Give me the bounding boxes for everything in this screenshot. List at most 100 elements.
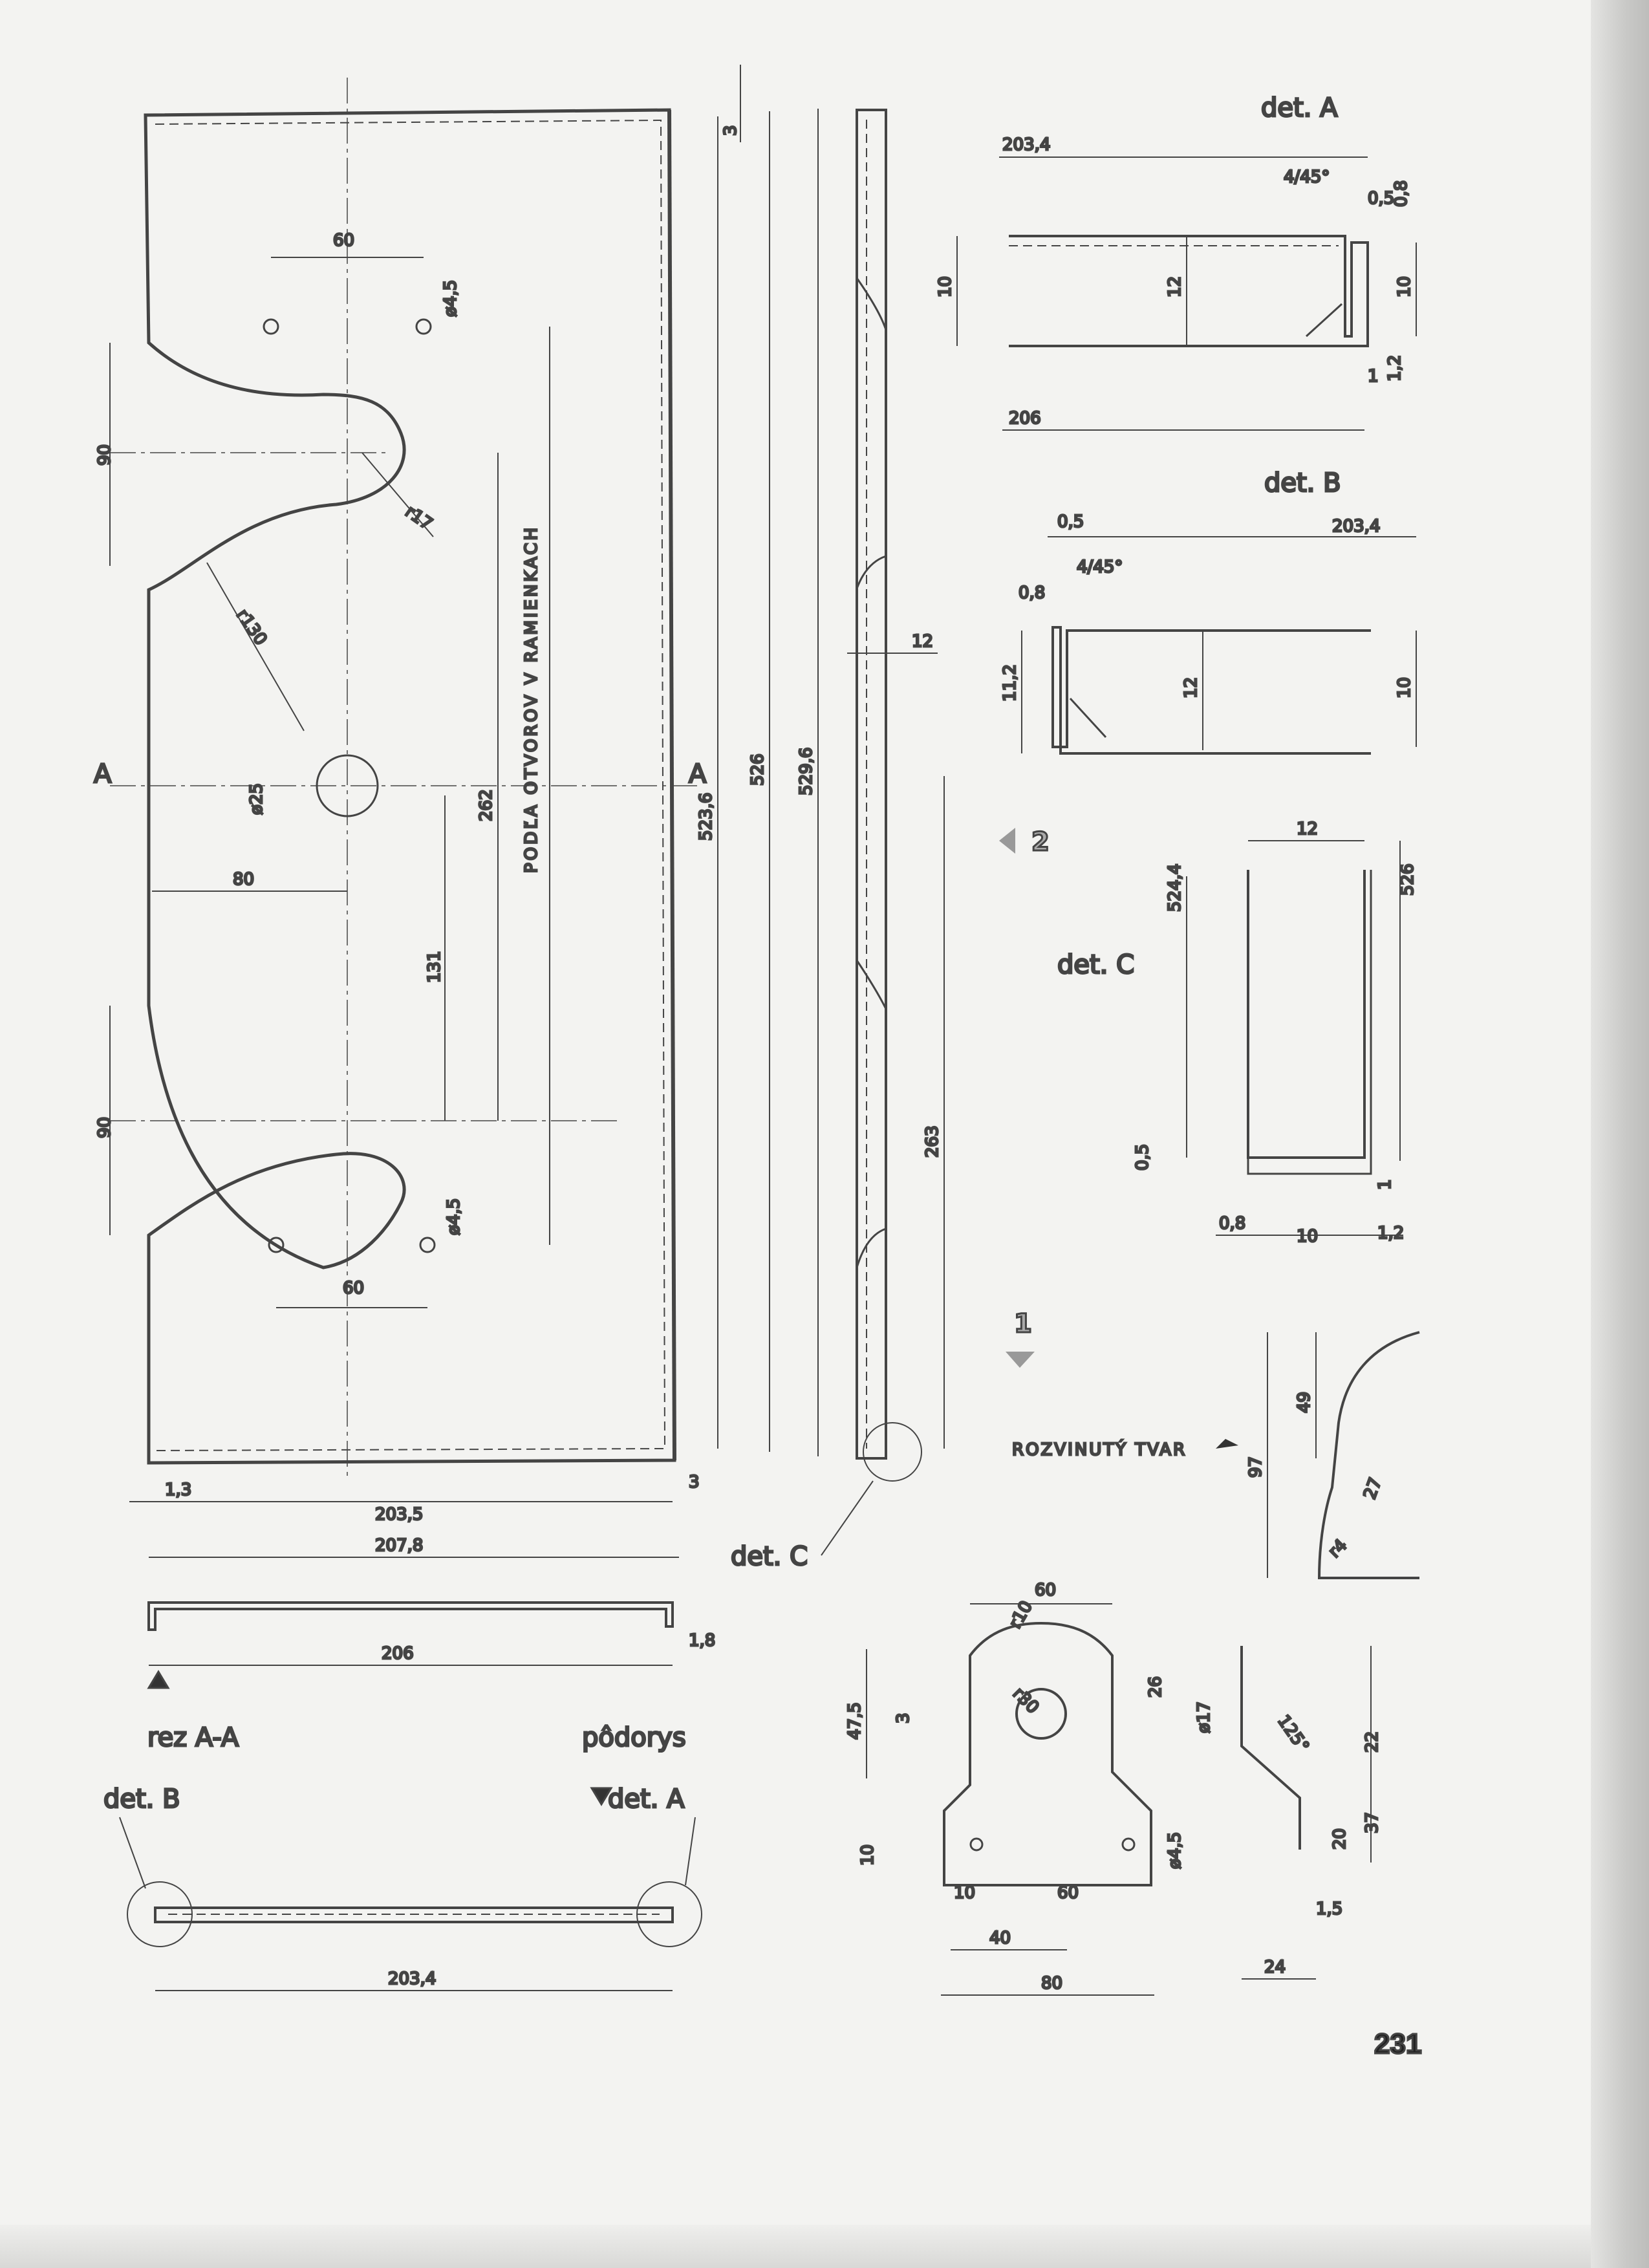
- dim-r17: r17: [402, 502, 436, 534]
- leader-r17: [361, 452, 434, 537]
- dim-1-3: 1,3: [165, 1480, 191, 1500]
- br-22: 22: [1363, 1731, 1382, 1753]
- dc-524-4: 524,4: [1165, 864, 1185, 912]
- arrow-2-label: 2: [1031, 827, 1050, 857]
- dc-1: 1: [1375, 1179, 1395, 1190]
- da-0-5: 0,5: [1368, 189, 1394, 208]
- section-label-left: A: [94, 759, 112, 789]
- db-203-4: 203,4: [1332, 517, 1380, 536]
- hole-top-right: [415, 318, 432, 335]
- hole-bottom-right: [419, 1237, 436, 1253]
- br-20: 20: [1330, 1828, 1350, 1850]
- dim-526: 526: [748, 753, 768, 786]
- da-10-right: 10: [1395, 276, 1414, 297]
- section-view-label: rez A-A: [147, 1723, 239, 1753]
- arrow-2-icon: [999, 828, 1015, 854]
- det-a-circle: [636, 1881, 702, 1947]
- dim-3-top: 3: [721, 125, 740, 136]
- br-80: 80: [1041, 1974, 1062, 1993]
- br-dia-4-5: ø4,5: [1165, 1832, 1185, 1869]
- br-37: 37: [1363, 1812, 1382, 1833]
- side-notch-1: [856, 277, 887, 330]
- detail-a-view: [956, 157, 1417, 431]
- br-10-h: 10: [954, 1883, 975, 1903]
- holes-note: PODĽA OTVOROV V RAMIENKACH: [522, 525, 541, 873]
- det-a-callout: det. A: [608, 1784, 685, 1814]
- det-c-title: det. C: [1057, 950, 1134, 980]
- side-view-outline: [856, 109, 887, 1460]
- dim-60-bottom: 60: [343, 1279, 364, 1298]
- side-view: [821, 109, 945, 1556]
- db-10: 10: [1395, 677, 1414, 698]
- dc-0-8: 0,8: [1219, 1214, 1245, 1233]
- plan-profile: [154, 1906, 674, 1923]
- detail-b-chamfer: [1069, 697, 1107, 739]
- dim-dia-top: ø4,5: [441, 280, 460, 317]
- bracket-hole-center: [1015, 1688, 1067, 1740]
- det-a-title: det. A: [1261, 93, 1338, 123]
- section-label-right: A: [689, 759, 707, 789]
- arrow-1-icon: [1006, 1352, 1035, 1368]
- da-10-left: 10: [936, 276, 955, 297]
- dev-49: 49: [1295, 1392, 1314, 1413]
- da-206: 206: [1009, 409, 1041, 428]
- dim-262: 262: [477, 789, 496, 821]
- br-24: 24: [1264, 1958, 1286, 1977]
- det-c-leader: [821, 1480, 874, 1556]
- dev-27: 27: [1360, 1475, 1386, 1502]
- dim-80: 80: [233, 870, 254, 889]
- side-notch-4: [856, 1227, 887, 1268]
- bracket-hole-left: [969, 1837, 984, 1852]
- db-4-45: 4/45°: [1077, 557, 1123, 577]
- dim-263: 263: [923, 1125, 942, 1158]
- br-3: 3: [894, 1712, 913, 1723]
- dim-dia-bottom: ø4,5: [444, 1198, 464, 1235]
- da-4-45: 4/45°: [1284, 167, 1330, 187]
- dc-12: 12: [1297, 819, 1318, 839]
- main-part-outline: [144, 108, 676, 1465]
- det-b-title: det. B: [1264, 468, 1341, 498]
- section-arrow-up: [147, 1670, 170, 1689]
- da-12: 12: [1165, 276, 1185, 297]
- db-0-8: 0,8: [1018, 583, 1045, 603]
- br-dia-17: ø17: [1194, 1701, 1214, 1733]
- det-b-circle: [127, 1881, 193, 1947]
- dim-12-side: 12: [912, 632, 933, 651]
- dim-203-5: 203,5: [375, 1505, 423, 1524]
- developed-shape-label: ROZVINUTÝ TVAR: [1012, 1439, 1187, 1460]
- developed-shape-view: [1216, 1331, 1420, 1579]
- dim-60-top: 60: [333, 231, 354, 250]
- detail-c-profile: [1247, 870, 1366, 1159]
- detail-b-view: [1021, 536, 1417, 755]
- dim-206: 206: [382, 1644, 414, 1663]
- fold-edge: [667, 109, 676, 1461]
- dim-90-top: 90: [95, 444, 114, 466]
- br-26: 26: [1146, 1676, 1165, 1698]
- dim-203-4-plan: 203,4: [388, 1969, 436, 1989]
- bracket-side-profile: [1240, 1646, 1301, 1850]
- dc-526: 526: [1398, 863, 1417, 896]
- detail-c-fold: [1247, 870, 1372, 1175]
- da-1-2: 1,2: [1385, 355, 1405, 382]
- arrow-1-label: 1: [1014, 1309, 1032, 1339]
- dev-r4: r4: [1325, 1535, 1351, 1561]
- dc-0-5: 0,5: [1133, 1144, 1152, 1171]
- dim-r130: r130: [232, 606, 270, 649]
- dim-207-8: 207,8: [375, 1536, 423, 1555]
- det-b-callout: det. B: [103, 1784, 180, 1814]
- det-a-leader: [685, 1817, 696, 1886]
- db-11-2: 11,2: [1000, 664, 1020, 702]
- dim-3-bottom: 3: [689, 1473, 700, 1492]
- br-125: 125°: [1273, 1712, 1313, 1756]
- detail-a-profile: [1009, 235, 1369, 347]
- da-1: 1: [1368, 367, 1379, 386]
- det-c-callout: det. C: [731, 1542, 808, 1571]
- br-10-v: 10: [858, 1844, 878, 1866]
- dc-10: 10: [1297, 1227, 1318, 1246]
- main-part-inner-fold: [155, 119, 666, 1451]
- page-edge-shadow: [1591, 0, 1649, 2268]
- developed-shape-outline: [1317, 1331, 1420, 1579]
- da-203-4: 203,4: [1002, 135, 1050, 155]
- detail-a-chamfer: [1305, 303, 1343, 338]
